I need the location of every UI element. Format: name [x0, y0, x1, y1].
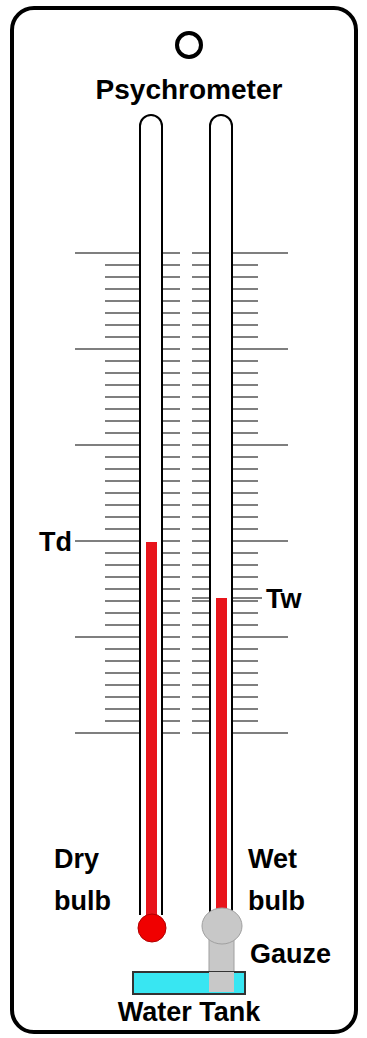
dry-column: [146, 542, 157, 927]
tick-mark: [75, 348, 180, 349]
hanging-hole: [177, 33, 201, 57]
dry-bulb-symbol: [138, 914, 166, 942]
scale-ticks: [75, 253, 288, 733]
tick-mark: [192, 444, 288, 445]
gauze-in-tank: [209, 972, 234, 992]
dry-reading-label: Td: [39, 526, 72, 558]
tick-mark: [192, 636, 288, 637]
tick-mark: [75, 252, 180, 253]
tick-mark: [192, 252, 288, 253]
tick-mark: [192, 540, 288, 541]
dry-bulb-label: Dry bulb: [54, 838, 134, 922]
tick-mark: [192, 732, 288, 733]
tick-mark: [75, 540, 180, 541]
wet-bulb-symbol: [202, 908, 242, 944]
tick-mark: [75, 444, 180, 445]
gauze-label: Gauze: [250, 938, 331, 970]
instrument-title: Psychrometer: [96, 74, 283, 106]
tank-label: Water Tank: [118, 996, 261, 1028]
board: [12, 8, 356, 1032]
wet-bulb-label: Wet bulb: [248, 838, 328, 922]
wet-reading-label: Tw: [266, 583, 302, 615]
wet-column: [216, 598, 227, 918]
tick-mark: [75, 636, 180, 637]
tick-mark: [75, 732, 180, 733]
tick-mark: [192, 348, 288, 349]
water-tank: [133, 972, 245, 994]
